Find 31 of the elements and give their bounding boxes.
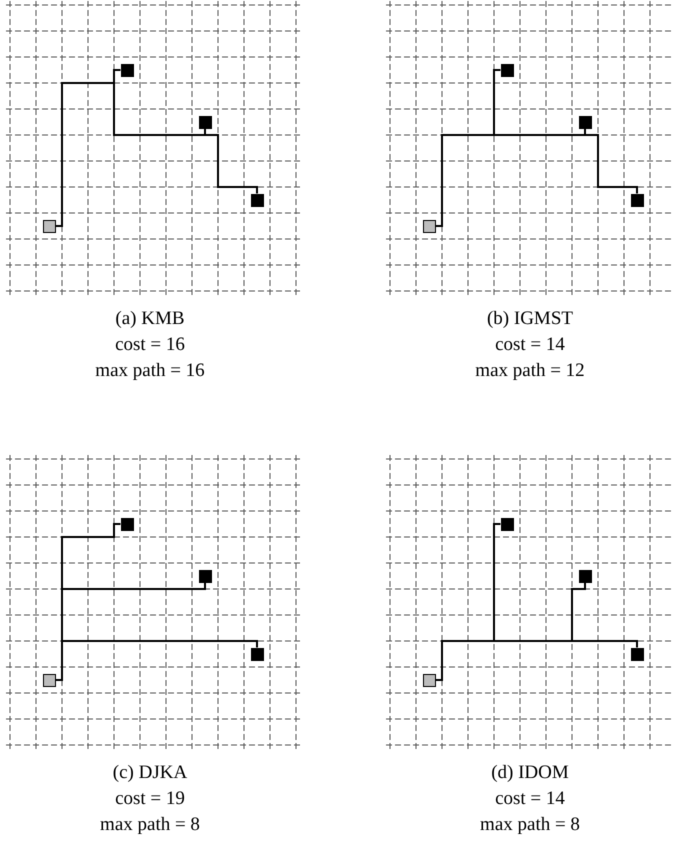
cost-value: cost = 19 (114, 787, 186, 811)
sink-terminal (578, 570, 592, 582)
sink-terminal (578, 116, 592, 128)
sink-terminal (630, 648, 644, 660)
source-terminal (422, 674, 436, 686)
figure-caption: (a) KMB (114, 307, 186, 331)
max-path-value: max path = 8 (479, 813, 581, 837)
cost-value: cost = 14 (494, 333, 566, 357)
source-terminal (42, 220, 56, 232)
sink-terminal (500, 518, 514, 530)
cost-value: cost = 14 (494, 787, 566, 811)
wire (436, 134, 638, 227)
source-terminal (42, 674, 56, 686)
figure-caption: (d) IDOM (490, 761, 570, 785)
sink-terminal (198, 570, 212, 582)
max-path-value: max path = 12 (474, 359, 586, 383)
wire (436, 640, 638, 681)
max-path-value: max path = 16 (94, 359, 206, 383)
figure-caption: (b) IGMST (486, 307, 574, 331)
max-path-value: max path = 8 (99, 813, 201, 837)
figure-caption: (c) DJKA (112, 761, 188, 785)
source-terminal (422, 220, 436, 232)
sink-terminal (198, 116, 212, 128)
sink-terminal (630, 194, 644, 206)
sink-terminal (120, 64, 134, 76)
sink-terminal (250, 648, 264, 660)
sink-terminal (500, 64, 514, 76)
cost-value: cost = 16 (114, 333, 186, 357)
sink-terminal (250, 194, 264, 206)
wire (56, 640, 258, 681)
sink-terminal (120, 518, 134, 530)
